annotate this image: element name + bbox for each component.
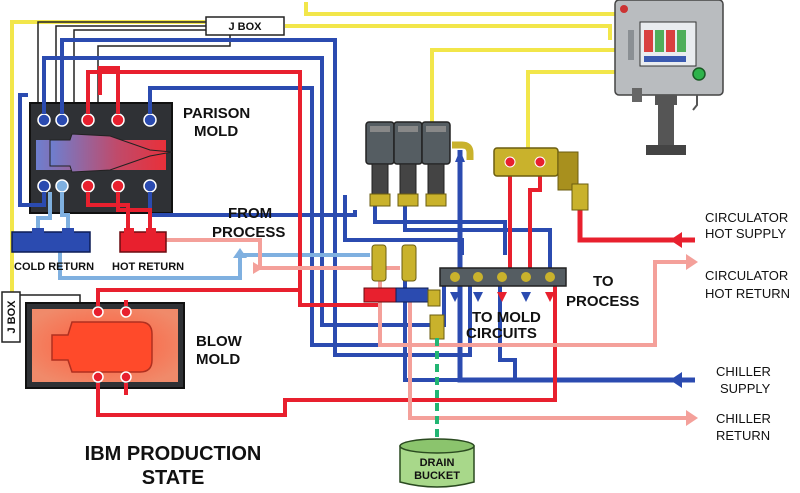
controller-stand (658, 105, 674, 153)
jbox-side-box (1, 291, 21, 343)
cold-return-lines (36, 192, 370, 280)
circulator-hot-return-label-line1: CIRCULATOR (705, 268, 788, 283)
jbox-top: J BOX (205, 16, 285, 36)
parison-mold-label-line1: PARISON (183, 105, 250, 122)
parison-preform-shape (49, 133, 173, 173)
circulator-hot-supply-arrow-icon (670, 232, 682, 248)
controller-handle (632, 88, 642, 102)
blow-mold-ports (92, 306, 132, 383)
hot-return-header (119, 228, 167, 253)
hot-return-label: HOT RETURN (112, 261, 184, 273)
signal-wire-jbox-to-controller (285, 24, 612, 40)
to-mold-circuits-label-line1: TO MOLD (472, 309, 541, 326)
blow-mold (25, 302, 185, 389)
chiller-supply-lines (18, 38, 695, 383)
controller-cable-icon (692, 95, 698, 111)
controller-unit (614, 0, 724, 155)
from-process-label-line2: PROCESS (212, 224, 285, 241)
to-process-label-line2: PROCESS (566, 293, 639, 310)
to-mold-circuits-label-line2: CIRCUITS (466, 325, 537, 342)
circulator-hot-return-arrow-icon (686, 254, 698, 270)
jbox-top-label: J BOX (228, 21, 262, 33)
chiller-supply-label-line1: CHILLER (716, 364, 771, 379)
hot-supply-valve[interactable] (493, 147, 589, 211)
blow-mold-label-line1: BLOW (196, 333, 243, 350)
chiller-supply-rise-arrow-icon (455, 150, 465, 162)
purge-valve-block[interactable] (363, 244, 445, 340)
signal-wire-top (304, 2, 627, 25)
controller-base (646, 145, 686, 155)
cold-return-header (11, 228, 91, 253)
parison-ports-bottom (37, 179, 157, 193)
from-process-cold-arrow-icon (233, 248, 247, 258)
controller-logo-icon (620, 5, 628, 13)
hot-return-lines (165, 238, 695, 420)
parison-mold (29, 102, 173, 214)
controller-mount-arm (655, 95, 677, 105)
parison-mold-label-line2: MOLD (194, 123, 238, 140)
cold-return-label: COLD RETURN (14, 261, 94, 273)
chiller-return-label-line1: CHILLER (716, 411, 771, 426)
parison-ports-top (37, 113, 157, 127)
manifold-outlet-arrows (450, 292, 555, 302)
controller-screen-tiles (644, 30, 686, 62)
drain-bucket-label-line2: BUCKET (414, 470, 460, 482)
from-process-label-line1: FROM (228, 205, 272, 222)
from-process-hot-arrow-icon (253, 262, 263, 274)
chiller-supply-arrow-icon (670, 372, 682, 388)
signal-wire-to-valves (430, 48, 615, 122)
circulator-hot-supply-label-line2: HOT SUPPLY (705, 226, 786, 241)
signal-wire-to-hot-valve (526, 70, 615, 148)
solenoid-valve-bank (365, 121, 451, 207)
diagram-title-line1: IBM PRODUCTION (85, 443, 262, 465)
controller-led-strip (628, 30, 634, 60)
valve-elbow-icon (452, 141, 474, 160)
controller-power-button[interactable] (692, 67, 706, 81)
distribution-manifold (439, 267, 567, 287)
circulator-hot-supply-label-line1: CIRCULATOR (705, 210, 788, 225)
diagram-title-line2: STATE (142, 467, 205, 489)
jbox-side: J BOX (1, 291, 21, 343)
circulator-hot-return-label-line2: HOT RETURN (705, 286, 790, 301)
blow-mold-label-line2: MOLD (196, 351, 240, 368)
chiller-supply-label-line2: SUPPLY (720, 381, 771, 396)
chiller-return-arrow-icon (686, 410, 698, 426)
drain-bucket-label-line1: DRAIN (420, 457, 455, 469)
chiller-return-label-line2: RETURN (716, 428, 770, 443)
drain-bucket (399, 438, 475, 488)
blow-bottle-shape (51, 321, 153, 373)
jbox-side-label: J BOX (6, 300, 18, 334)
to-process-label-line1: TO (593, 273, 614, 290)
